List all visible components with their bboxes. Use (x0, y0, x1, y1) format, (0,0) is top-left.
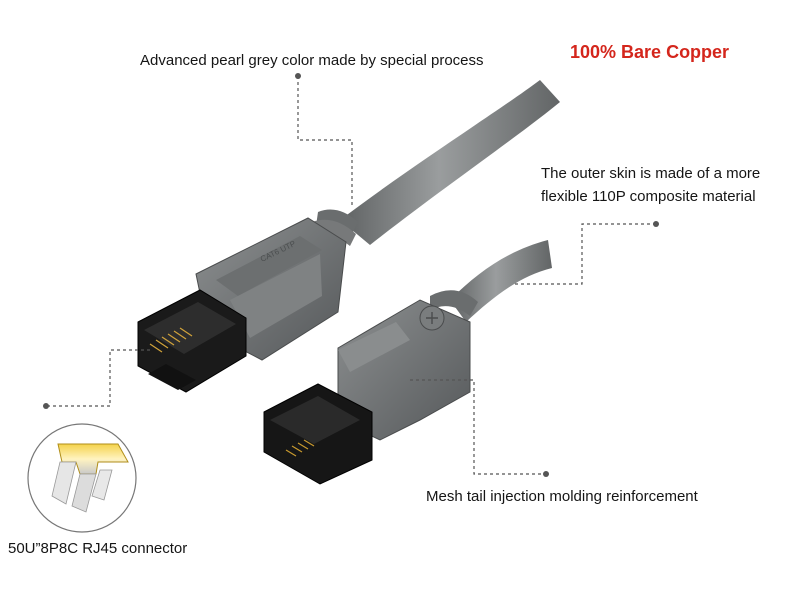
annotation-pearl-grey-color: Advanced pearl grey color made by specia… (140, 52, 484, 69)
annotation-rj45-connector: 50U”8P8C RJ45 connector (8, 540, 188, 557)
annotation-outer-skin-line2: flexible 110P composite material (541, 188, 756, 205)
gold-contact-inset (27, 423, 137, 533)
upper-rj45-connector (137, 289, 247, 393)
callout-lines (43, 73, 659, 477)
lower-cable (430, 240, 552, 322)
upper-cable (310, 80, 560, 246)
annotation-outer-skin-line1: The outer skin is made of a more (541, 165, 761, 182)
annotation-mesh-tail: Mesh tail injection molding reinforcemen… (426, 488, 698, 505)
headline-bare-copper: 100% Bare Copper (570, 42, 730, 62)
lower-rj45-connector (263, 383, 373, 485)
